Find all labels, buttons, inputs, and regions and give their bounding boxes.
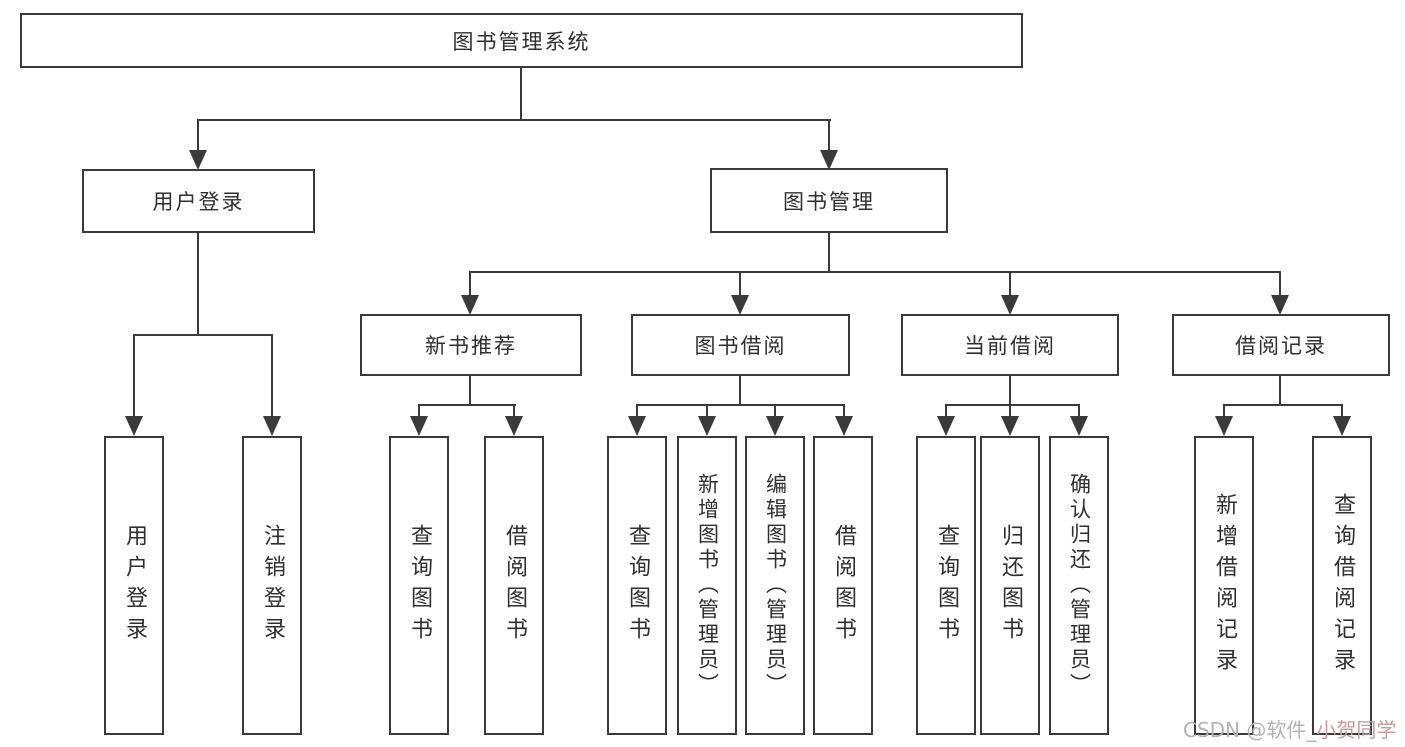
- connector-stem: [636, 404, 638, 418]
- leaf-query-borrow-record-label: 查询借阅记录: [1330, 492, 1355, 679]
- connector-records-hbar: [1223, 404, 1343, 406]
- leaf-add-borrow-record-label: 新增借阅记录: [1212, 492, 1237, 679]
- arrowhead-down-icon: [125, 416, 143, 436]
- arrowhead-down-icon: [731, 295, 749, 315]
- connector-current-stem: [1009, 376, 1011, 406]
- node-book-management-label: 图书管理: [783, 189, 875, 214]
- leaf-query-books-borrowing-label: 查询图书: [625, 523, 650, 648]
- watermark: CSDN @软件_小贺同学: [1183, 714, 1396, 743]
- arrowhead-down-icon: [1333, 416, 1351, 436]
- leaf-user-login: 用户登录: [104, 436, 164, 735]
- leaf-add-borrow-record: 新增借阅记录: [1194, 436, 1254, 735]
- connector-root-hbar: [197, 119, 831, 121]
- connector-stem: [1341, 404, 1343, 418]
- node-book-borrowing: 图书借阅: [631, 314, 850, 376]
- connector-stem: [706, 404, 708, 418]
- arrowhead-down-icon: [461, 295, 479, 315]
- arrowhead-down-icon: [1070, 416, 1088, 436]
- connector-bookmgmt-stem: [828, 233, 830, 273]
- node-book-management: 图书管理: [710, 168, 948, 233]
- leaf-edit-book-admin: 编辑图书（管理员）: [745, 436, 805, 735]
- watermark-suffix: 小贺同学: [1316, 718, 1397, 742]
- connector-stem: [271, 334, 273, 418]
- arrowhead-down-icon: [410, 416, 428, 436]
- connector-stem: [1223, 404, 1225, 418]
- node-current-borrowing-label: 当前借阅: [964, 334, 1056, 358]
- arrowhead-down-icon: [766, 416, 784, 436]
- connector-stem: [418, 404, 420, 418]
- connector-borrowing-stem: [739, 376, 741, 406]
- arrowhead-down-icon: [698, 416, 716, 436]
- leaf-query-books-recommend-label: 查询图书: [407, 523, 432, 648]
- connector-stem: [843, 404, 845, 418]
- connector-userlogin-hbar: [133, 334, 273, 336]
- connector-stem: [1009, 271, 1011, 297]
- connector-userlogin-stem: [197, 233, 199, 336]
- leaf-confirm-return-admin-label: 确认归还（管理员）: [1067, 473, 1092, 698]
- node-user-login-label: 用户登录: [152, 190, 245, 214]
- connector-recommend-hbar: [418, 404, 516, 406]
- arrowhead-down-icon: [1001, 295, 1019, 315]
- node-borrowing-records: 借阅记录: [1172, 314, 1390, 376]
- node-borrowing-records-label: 借阅记录: [1235, 334, 1327, 358]
- arrowhead-down-icon: [263, 416, 281, 436]
- leaf-query-books-borrowing: 查询图书: [607, 436, 667, 735]
- leaf-confirm-return-admin: 确认归还（管理员）: [1049, 436, 1109, 735]
- node-user-login: 用户登录: [82, 169, 315, 233]
- node-system-root: 图书管理系统: [20, 13, 1023, 68]
- connector-borrowing-hbar: [636, 404, 845, 406]
- connector-stem: [774, 404, 776, 418]
- arrowhead-down-icon: [835, 416, 853, 436]
- connector-stem: [469, 271, 471, 297]
- leaf-query-books-current-label: 查询图书: [934, 523, 959, 648]
- leaf-borrow-books-recommend: 借阅图书: [484, 436, 544, 735]
- arrowhead-down-icon: [628, 416, 646, 436]
- connector-stem: [197, 119, 199, 152]
- connector-records-stem: [1279, 376, 1281, 406]
- connector-stem: [133, 334, 135, 418]
- node-new-book-recommend: 新书推荐: [360, 314, 582, 376]
- arrowhead-down-icon: [937, 416, 955, 436]
- leaf-add-book-admin: 新增图书（管理员）: [677, 436, 737, 735]
- connector-current-hbar: [945, 404, 1080, 406]
- leaf-user-login-label: 用户登录: [122, 523, 147, 648]
- arrowhead-down-icon: [1001, 416, 1019, 436]
- leaf-logout: 注销登录: [242, 436, 302, 735]
- connector-stem: [1009, 404, 1011, 418]
- connector-root-stem: [520, 68, 522, 121]
- leaf-edit-book-admin-label: 编辑图书（管理员）: [763, 473, 788, 698]
- watermark-prefix: CSDN @软件_: [1183, 718, 1317, 742]
- node-current-borrowing: 当前借阅: [901, 314, 1119, 376]
- arrowhead-down-icon: [820, 150, 838, 170]
- arrowhead-down-icon: [1271, 295, 1289, 315]
- connector-stem: [828, 119, 830, 152]
- arrowhead-down-icon: [1215, 416, 1233, 436]
- leaf-borrow-books-borrowing: 借阅图书: [813, 436, 873, 735]
- connector-stem: [945, 404, 947, 418]
- node-system-root-label: 图书管理系统: [452, 29, 591, 54]
- leaf-query-books-current: 查询图书: [916, 436, 976, 735]
- connector-stem: [513, 404, 515, 418]
- connector-stem: [739, 271, 741, 297]
- arrowhead-down-icon: [505, 416, 523, 436]
- leaf-query-books-recommend: 查询图书: [389, 436, 449, 735]
- leaf-borrow-books-borrowing-label: 借阅图书: [831, 523, 856, 648]
- connector-bookmgmt-hbar: [469, 271, 1281, 273]
- leaf-add-book-admin-label: 新增图书（管理员）: [695, 473, 720, 698]
- leaf-return-book: 归还图书: [980, 436, 1040, 735]
- leaf-return-book-label: 归还图书: [998, 523, 1023, 648]
- leaf-logout-label: 注销登录: [260, 523, 285, 648]
- arrowhead-down-icon: [189, 150, 207, 170]
- leaf-borrow-books-recommend-label: 借阅图书: [502, 523, 527, 648]
- connector-recommend-stem: [469, 376, 471, 406]
- node-new-book-recommend-label: 新书推荐: [425, 334, 517, 358]
- leaf-query-borrow-record: 查询借阅记录: [1312, 436, 1372, 735]
- node-book-borrowing-label: 图书借阅: [694, 334, 787, 358]
- connector-stem: [1078, 404, 1080, 418]
- connector-stem: [1279, 271, 1281, 297]
